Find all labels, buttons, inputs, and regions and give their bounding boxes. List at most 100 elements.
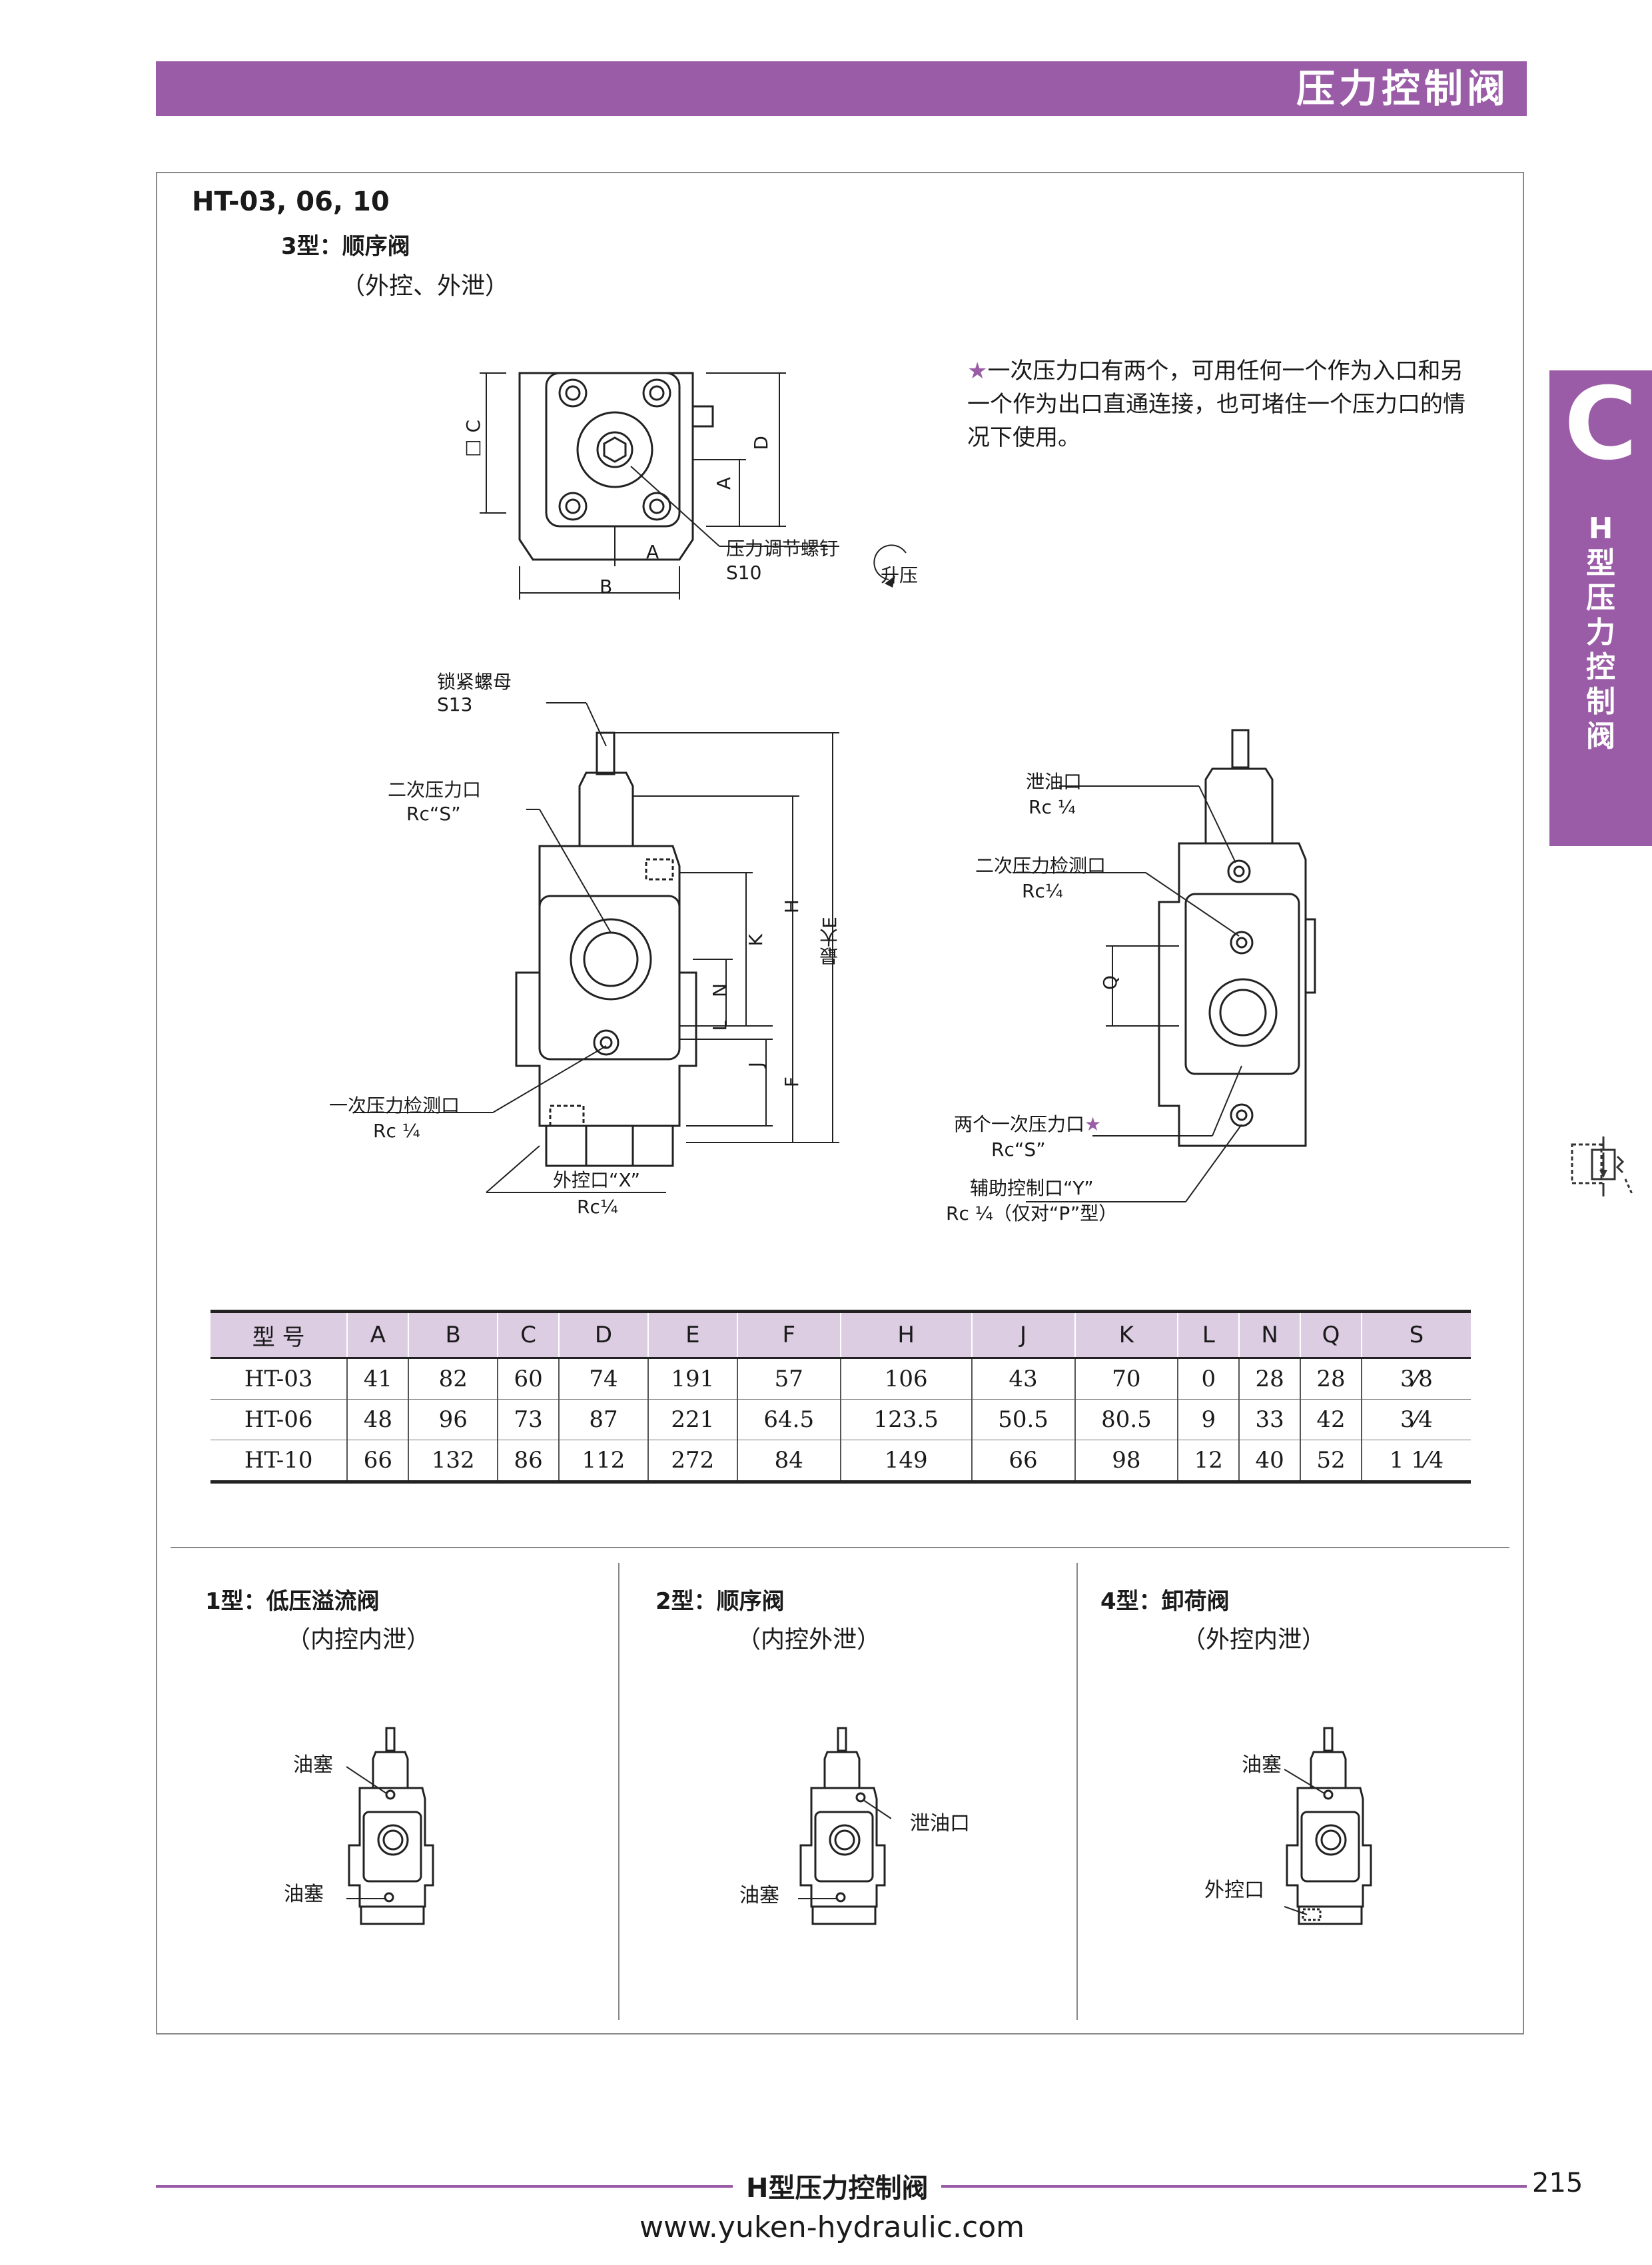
- table-cell: 66: [346, 1440, 409, 1484]
- secondary-port-size: Rc“S”: [406, 803, 461, 825]
- footer-url[interactable]: www.yuken-hydraulic.com: [639, 2210, 1025, 2244]
- page-number: 215: [1532, 2168, 1583, 2198]
- column-divider: [618, 1563, 620, 2020]
- variant-2-drawing: [798, 1727, 891, 1925]
- main-frame: [156, 172, 1524, 2035]
- variant-2-label-2: 油塞: [739, 1884, 779, 1907]
- table-cell: 0: [1177, 1358, 1240, 1400]
- primary-gauge-size: Rc ¼: [373, 1120, 420, 1142]
- variant-1-label-1: 油塞: [293, 1753, 333, 1777]
- dim-e-max: 最大E: [819, 917, 841, 966]
- side-view-body: [1158, 842, 1307, 1147]
- table-header-cell: E: [647, 1310, 737, 1359]
- primary-ports-text: 两个一次压力口: [954, 1113, 1085, 1135]
- primary-ports-size: Rc“S”: [991, 1138, 1046, 1160]
- side-view-drawing: [1013, 729, 1316, 1202]
- table-cell: 74: [558, 1358, 648, 1400]
- valve-symbol-icon: [1559, 1130, 1641, 1204]
- variant-2-control: （内控外泄）: [737, 1626, 881, 1653]
- variant-3-control: （外控内泄）: [1182, 1626, 1326, 1653]
- note: ★一次压力口有两个，可用任何一个作为入口和另一个作为出口直通连接，也可堵住一个压…: [967, 354, 1473, 454]
- table-cell: 1 1⁄4: [1360, 1440, 1471, 1484]
- raise-label: 升压: [881, 564, 919, 586]
- secondary-port-label: 二次压力口: [388, 779, 482, 801]
- table-cell: 272: [647, 1440, 737, 1484]
- aux-pilot-label: 辅助控制口“Y”: [970, 1177, 1094, 1199]
- table-cell: 191: [647, 1358, 737, 1400]
- adjust-housing: [578, 771, 634, 847]
- table-cell: 82: [408, 1358, 498, 1400]
- table-cell: 50.5: [971, 1399, 1075, 1440]
- variant-3-label-2: 外控口: [1204, 1879, 1264, 1902]
- table-cell: 123.5: [839, 1399, 972, 1440]
- variant-1-title: 1型：低压溢流阀: [205, 1588, 380, 1615]
- header-band: 压力控制阀: [156, 61, 1527, 116]
- table-cell: 33: [1238, 1399, 1301, 1440]
- variant-3-label-1: 油塞: [1242, 1753, 1282, 1777]
- column-divider: [1076, 1563, 1078, 2020]
- top-view-drawing: [480, 372, 907, 600]
- dim-d: D: [750, 436, 772, 450]
- table-header-cell: B: [408, 1310, 498, 1359]
- table-cell: 52: [1300, 1440, 1362, 1484]
- table-cell: 12: [1177, 1440, 1240, 1484]
- primary-ports-label: 两个一次压力口★: [954, 1113, 1101, 1136]
- side-tab-char: 阀: [1586, 719, 1615, 753]
- table-cell: 3⁄8: [1360, 1358, 1471, 1400]
- variant-2-title: 2型：顺序阀: [655, 1588, 785, 1615]
- side-tab-char: H: [1588, 512, 1613, 546]
- secondary-gauge-label: 二次压力检测口: [975, 855, 1106, 877]
- table-cell: 66: [971, 1440, 1075, 1484]
- table-cell: 221: [647, 1399, 737, 1440]
- dim-a-horizontal: A: [646, 541, 659, 563]
- table-cell: 41: [346, 1358, 409, 1400]
- screw-size: S10: [726, 562, 762, 584]
- table-header-cell: H: [839, 1310, 972, 1359]
- dim-q: Q: [1099, 975, 1121, 991]
- star-icon: ★: [967, 358, 988, 384]
- adjust-knob-outline: [576, 411, 653, 488]
- dim-k: K: [745, 934, 767, 947]
- side-tab-letter: C: [1563, 366, 1638, 482]
- ext-pilot-label: 外控口“X”: [553, 1169, 641, 1191]
- star-icon: ★: [1084, 1113, 1102, 1135]
- table-cell: 87: [558, 1399, 648, 1440]
- table-cell: 84: [736, 1440, 841, 1484]
- dim-b: B: [600, 576, 613, 598]
- variant-1-drawing: [346, 1727, 434, 1925]
- table-cell: 3⁄4: [1360, 1399, 1471, 1440]
- table-cell: HT-10: [210, 1440, 348, 1484]
- model-title: HT-03, 06, 10: [192, 187, 390, 217]
- table-cell: 80.5: [1074, 1399, 1178, 1440]
- table-header-cell: S: [1360, 1310, 1471, 1359]
- note-text: 一次压力口有两个，可用任何一个作为入口和另一个作为出口直通连接，也可堵住一个压力…: [967, 358, 1465, 451]
- valve-body: [515, 845, 697, 1127]
- dim-f: F: [781, 1077, 803, 1088]
- variant-3-title: 4型：卸荷阀: [1100, 1588, 1230, 1615]
- table-cell: 86: [497, 1440, 559, 1484]
- table-cell: 64.5: [736, 1399, 841, 1440]
- side-tab-char: 型: [1586, 546, 1615, 580]
- table-cell: 96: [408, 1399, 498, 1440]
- table-cell: 73: [497, 1399, 559, 1440]
- table-cell: 48: [346, 1399, 409, 1440]
- dim-j: J: [745, 1062, 767, 1068]
- table-header-cell: N: [1238, 1310, 1301, 1359]
- side-tab-char: 力: [1586, 616, 1615, 650]
- locknut-size: S13: [437, 693, 473, 715]
- variant-3-drawing: [1284, 1727, 1372, 1925]
- table-cell: 60: [497, 1358, 559, 1400]
- table-header-cell: K: [1074, 1310, 1178, 1359]
- dim-c: □ C: [462, 420, 484, 461]
- footer-title: H型压力控制阀: [733, 2166, 942, 2205]
- table-header-cell: D: [558, 1310, 648, 1359]
- table-header-cell: 型 号: [210, 1310, 348, 1359]
- dim-l: L: [709, 1021, 731, 1031]
- dim-n: N: [709, 983, 731, 997]
- drain-size: Rc ¼: [1029, 796, 1076, 818]
